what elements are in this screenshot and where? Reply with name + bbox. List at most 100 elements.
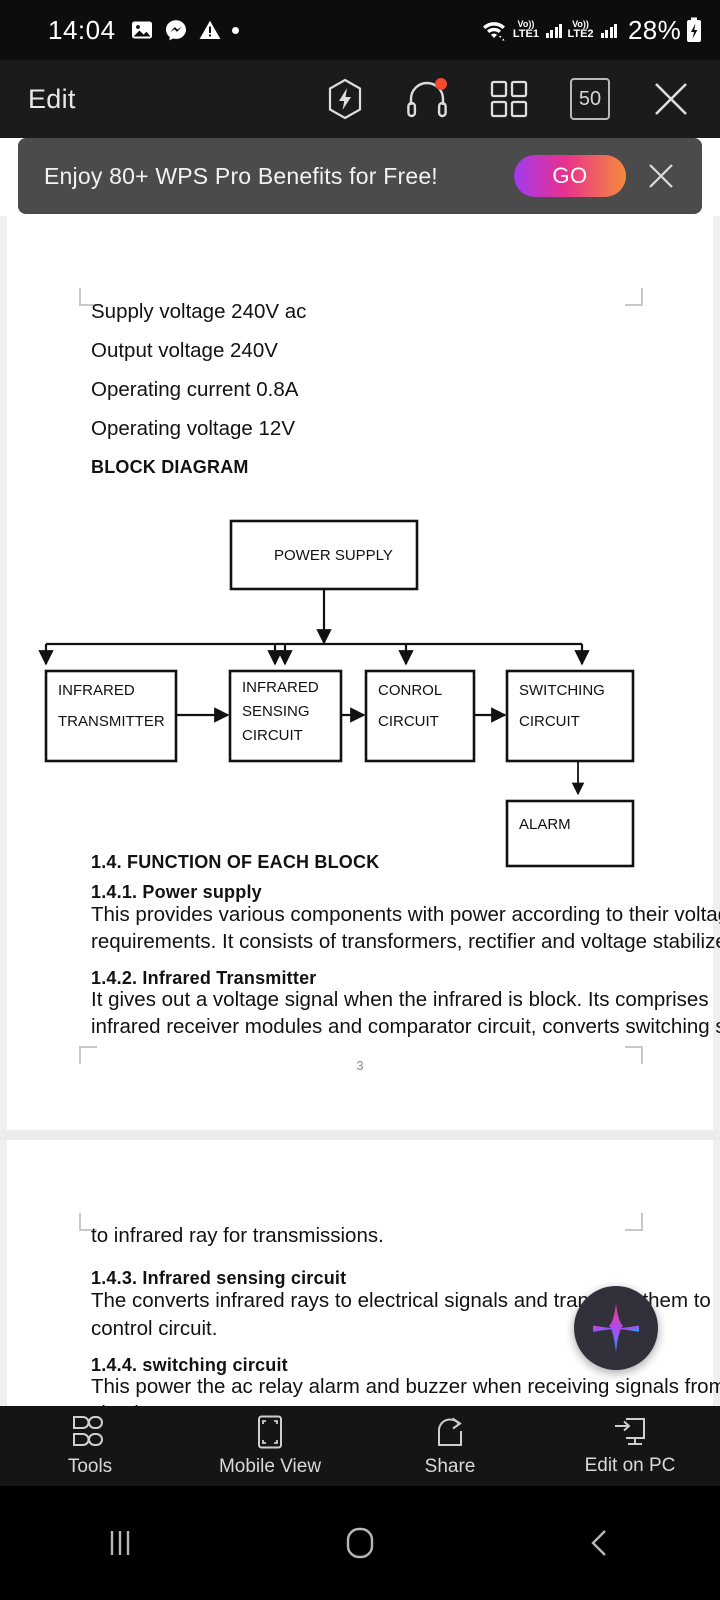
headphone-icon <box>407 81 447 118</box>
crop-mark-top-right <box>625 288 643 306</box>
sim1-volte-label: Vo)) <box>517 19 535 29</box>
doc-line-operating-current: Operating current 0.8A <box>91 378 299 401</box>
promo-go-button[interactable]: GO <box>514 155 626 197</box>
toolbar-actions: 50 <box>324 78 692 120</box>
sim2-volte-indicator: Vo)) LTE2 <box>567 20 593 40</box>
image-icon <box>131 21 152 39</box>
crop-mark-top-left <box>79 288 97 306</box>
bottom-item-label: Edit on PC <box>584 1454 676 1476</box>
bottom-item-mobile-view[interactable]: Mobile View <box>180 1415 360 1478</box>
doc-para-1-4-4-line-2: circuits. <box>91 1402 160 1406</box>
status-bar: 14:04 <box>0 0 720 60</box>
status-notification-icons <box>130 18 239 42</box>
app-toolbar: Edit <box>0 60 720 138</box>
battery-percent-label: 28% <box>628 14 681 45</box>
doc-heading-1-4-3: 1.4.3. Infrared sensing circuit <box>91 1268 347 1288</box>
bottom-item-tools[interactable]: Tools <box>0 1415 180 1478</box>
doc-para-1-4-1-line-2: requirements. It consists of transformer… <box>91 930 720 953</box>
doc-heading-1-4-4: 1.4.4. switching circuit <box>91 1355 288 1375</box>
svg-text:CIRCUIT: CIRCUIT <box>242 727 303 744</box>
close-icon <box>649 164 673 188</box>
sparkle-star-icon <box>593 1304 639 1352</box>
promo-text: Enjoy 80+ WPS Pro Benefits for Free! <box>44 162 438 189</box>
doc-heading-1-4: 1.4. FUNCTION OF EACH BLOCK <box>91 852 380 872</box>
share-icon <box>437 1417 462 1446</box>
bottom-toolbar: Tools Mobile View Share <box>0 1406 720 1486</box>
status-right-cluster: Vo)) LTE1 Vo)) LTE2 28% <box>480 15 702 46</box>
doc-heading-1-4-1: 1.4.1. Power supply <box>91 882 262 902</box>
crop-mark-top-left <box>79 1213 97 1231</box>
promo-banner-wrapper: Enjoy 80+ WPS Pro Benefits for Free! GO <box>0 138 720 216</box>
svg-text:SENSING: SENSING <box>242 703 310 720</box>
sim2-network-label: LTE2 <box>567 28 594 40</box>
messenger-icon <box>165 20 186 41</box>
tools-icon <box>73 1415 103 1446</box>
svg-text:SWITCHING: SWITCHING <box>519 682 605 699</box>
promo-banner[interactable]: Enjoy 80+ WPS Pro Benefits for Free! GO <box>18 138 702 214</box>
bottom-item-share[interactable]: Share <box>360 1415 540 1478</box>
grid-icon <box>490 80 528 118</box>
document-page-2[interactable]: to infrared ray for transmissions. 1.4.3… <box>7 1140 720 1406</box>
doc-para-1-4-4-line-1: This power the ac relay alarm and buzzer… <box>91 1375 720 1398</box>
close-button[interactable] <box>650 78 692 120</box>
bottom-item-label: Tools <box>67 1455 113 1477</box>
doc-para-1-4-2-line-2: infrared receiver modules and comparator… <box>91 1015 720 1038</box>
crop-mark-top-right <box>625 1213 643 1231</box>
dot-indicator <box>231 26 239 34</box>
doc-heading-1-4-2: 1.4.2. Infrared Transmitter <box>91 968 317 988</box>
page-number-label: 3 <box>356 1058 364 1073</box>
sim1-volte-indicator: Vo)) LTE1 <box>513 20 539 40</box>
svg-text:INFRARED: INFRARED <box>58 682 135 699</box>
sim2-signal-bars <box>600 23 618 38</box>
recents-icon <box>110 1531 130 1555</box>
bottom-item-label: Mobile View <box>218 1455 322 1477</box>
close-icon <box>655 83 687 115</box>
flash-hexagon-icon <box>328 78 362 120</box>
wifi-icon <box>482 22 505 41</box>
promo-close-button[interactable] <box>646 161 676 191</box>
bottom-item-edit-on-pc[interactable]: Edit on PC <box>540 1416 720 1477</box>
document-scroll-area[interactable]: Supply voltage 240V ac Output voltage 24… <box>0 216 720 1406</box>
sim2-volte-label: Vo)) <box>572 19 589 29</box>
home-icon <box>346 1527 374 1559</box>
svg-text:CONROL: CONROL <box>378 682 442 699</box>
svg-text:TRANSMITTER: TRANSMITTER <box>58 713 165 730</box>
toolbar-title: Edit <box>28 83 76 114</box>
svg-text:ALARM: ALARM <box>519 816 571 833</box>
ai-assistant-button[interactable] <box>574 1286 658 1370</box>
doc-line-supply-voltage: Supply voltage 240V ac <box>91 300 307 323</box>
nav-home-button[interactable] <box>240 1523 480 1563</box>
headphone-button[interactable] <box>406 78 448 120</box>
mobile-view-icon <box>258 1415 282 1448</box>
page-count-label: 50 <box>578 87 602 110</box>
notification-badge <box>435 78 447 90</box>
flash-hexagon-button[interactable] <box>324 78 366 120</box>
edit-on-pc-icon <box>615 1417 645 1445</box>
status-clock: 14:04 <box>48 14 116 45</box>
grid-view-button[interactable] <box>488 78 530 120</box>
doc-line-output-voltage: Output voltage 240V <box>91 339 278 362</box>
doc-para-1-4-3-line-2: control circuit. <box>91 1317 218 1340</box>
back-icon <box>591 1530 606 1556</box>
sim1-signal-bars <box>545 23 563 38</box>
sim1-network-label: LTE1 <box>512 28 539 40</box>
svg-text:CIRCUIT: CIRCUIT <box>519 713 580 730</box>
doc-para-continued-line: to infrared ray for transmissions. <box>91 1224 384 1247</box>
document-page-1[interactable]: Supply voltage 240V ac Output voltage 24… <box>7 216 720 1130</box>
warning-icon <box>199 20 220 39</box>
nav-recents-button[interactable] <box>0 1523 240 1563</box>
doc-line-operating-voltage: Operating voltage 12V <box>91 417 295 440</box>
page-separator <box>0 1130 720 1140</box>
svg-text:CIRCUIT: CIRCUIT <box>378 713 439 730</box>
block-diagram: POWER SUPPLY INFRARED TRANSMITTER INFRAR… <box>38 519 635 868</box>
page-count-button[interactable]: 50 <box>570 78 610 120</box>
nav-back-button[interactable] <box>480 1523 720 1563</box>
doc-para-1-4-3-line-1: The converts infrared rays to electrical… <box>91 1289 711 1312</box>
doc-para-1-4-1-line-1: This provides various components with po… <box>91 903 720 926</box>
bottom-item-label: Share <box>424 1455 476 1477</box>
android-nav-bar <box>0 1486 720 1600</box>
battery-charging-icon <box>687 17 701 42</box>
doc-heading-block-diagram: BLOCK DIAGRAM <box>91 457 249 477</box>
crop-mark-bottom-left <box>79 1046 97 1064</box>
